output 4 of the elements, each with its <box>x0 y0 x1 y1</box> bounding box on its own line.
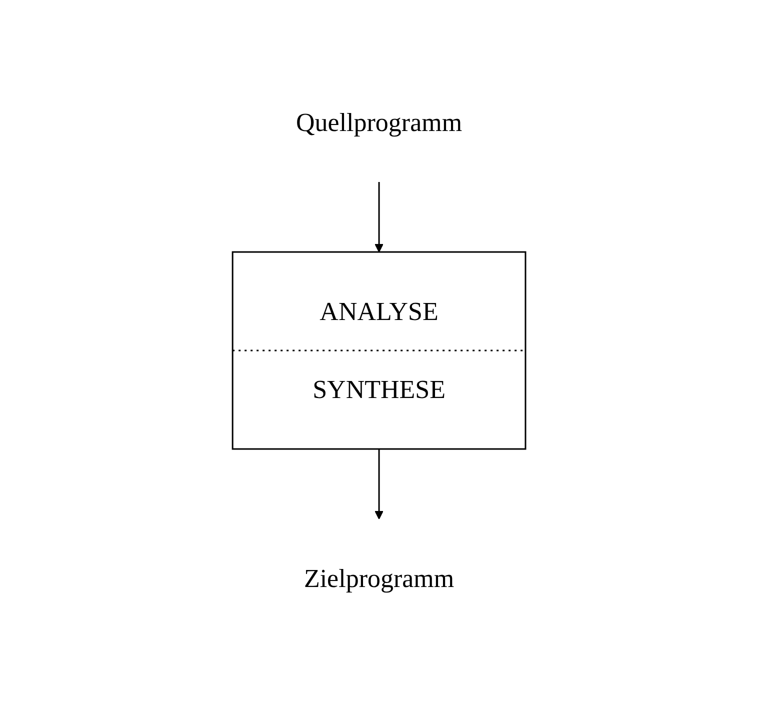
arrow <box>374 182 384 252</box>
node-text: Quellprogramm <box>296 108 462 137</box>
arrow <box>374 449 384 520</box>
node-text: Zielprogramm <box>304 564 454 593</box>
